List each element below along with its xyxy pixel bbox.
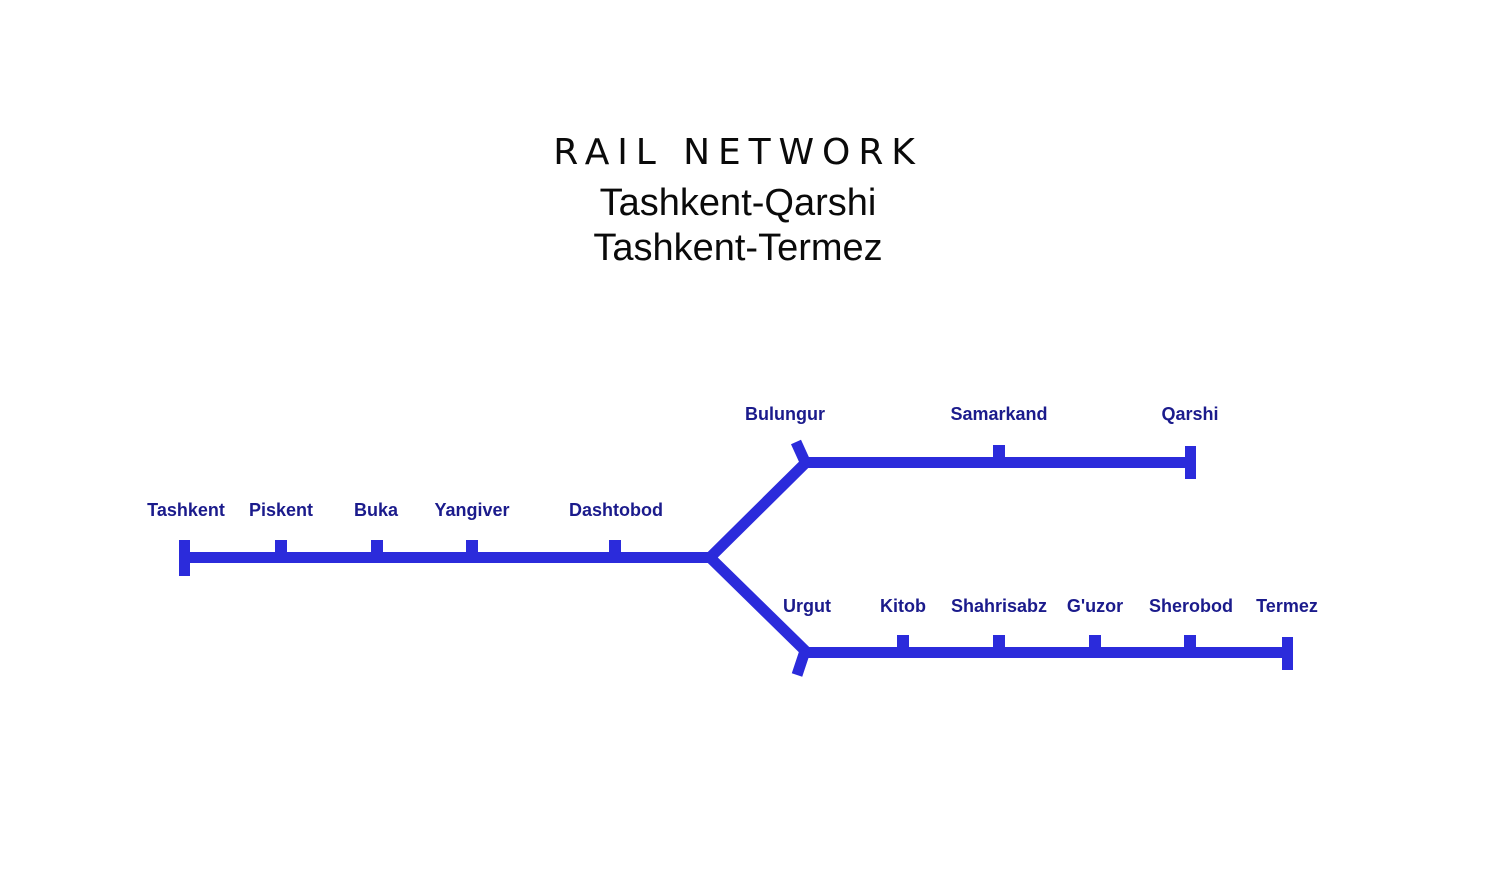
station-label-dashtobod: Dashtobod — [569, 500, 663, 520]
station-tick-sherobod — [1184, 635, 1196, 649]
station-tick-shahrisabz — [993, 635, 1005, 649]
station-label-yangiver: Yangiver — [434, 500, 510, 520]
station-tick-dashtobod — [609, 540, 621, 554]
station-tick-guzor — [1089, 635, 1101, 649]
station-label-shahrisabz: Shahrisabz — [950, 596, 1048, 616]
station-label-tashkent: Tashkent — [147, 500, 225, 520]
station-tick-piskent — [275, 540, 287, 554]
station-tick-urgut — [791, 649, 811, 677]
station-tick-kitob — [897, 635, 909, 649]
station-label-guzor: G'uzor — [1066, 596, 1124, 616]
station-label-buka: Buka — [353, 500, 399, 520]
station-label-samarkand: Samarkand — [950, 404, 1048, 424]
diagram-title: RAIL NETWORK — [553, 132, 923, 173]
station-tick-samarkand — [993, 445, 1005, 459]
station-label-kitob: Kitob — [880, 596, 926, 616]
qarshi-branch-line — [706, 457, 1190, 562]
station-label-sherobod: Sherobod — [1149, 596, 1233, 616]
station-label-piskent: Piskent — [248, 500, 314, 520]
station-tick-buka — [371, 540, 383, 554]
diagram-subtitle-qarshi-route: Tashkent-Qarshi — [599, 182, 877, 224]
diagram-subtitle-termez-route: Tashkent-Termez — [593, 227, 883, 269]
station-label-qarshi: Qarshi — [1161, 404, 1219, 424]
station-label-bulungur: Bulungur — [745, 404, 825, 424]
station-tick-bulungur — [790, 439, 812, 467]
station-tick-yangiver — [466, 540, 478, 554]
station-label-termez: Termez — [1256, 596, 1318, 616]
station-label-urgut: Urgut — [783, 596, 831, 616]
